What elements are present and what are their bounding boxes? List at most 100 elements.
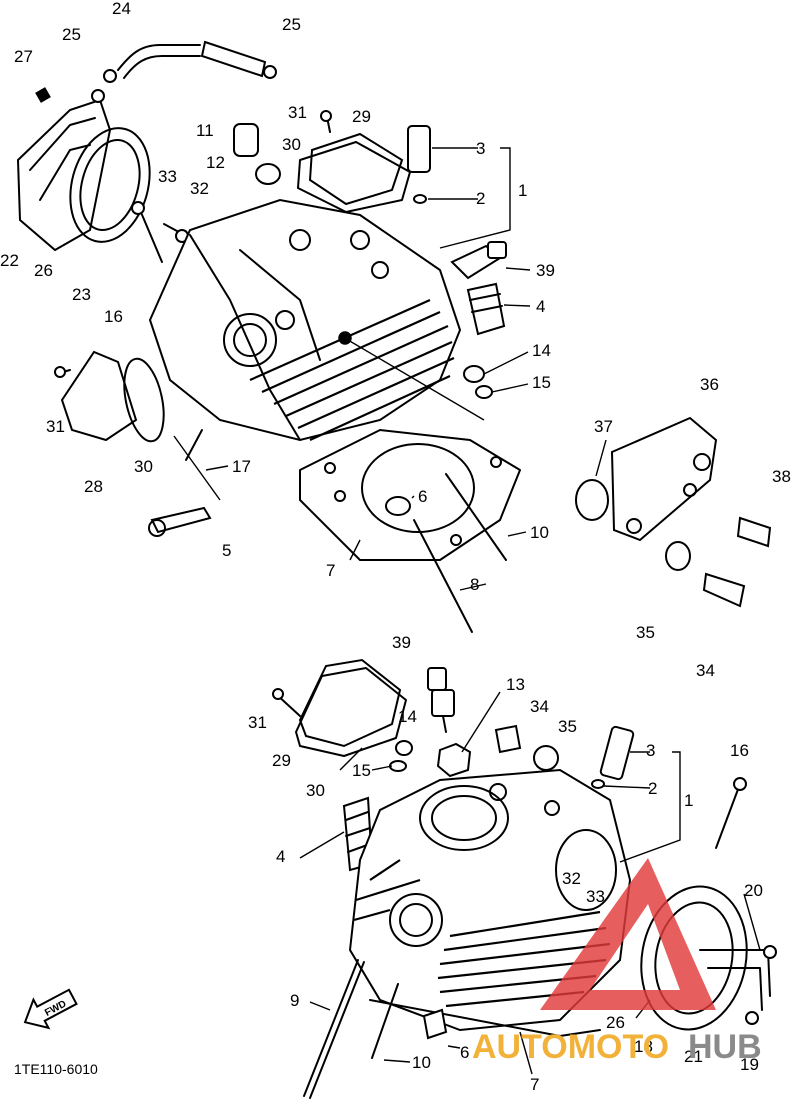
left-side-cover	[16, 87, 191, 263]
callout-30-top: 30	[282, 135, 301, 154]
callout-33-lower: 33	[586, 887, 605, 906]
callout-34-lower: 34	[530, 697, 549, 716]
washer-35	[665, 541, 691, 571]
callout-31-left: 31	[46, 417, 65, 436]
callout-19: 19	[740, 1055, 759, 1074]
callout-18: 18	[634, 1037, 653, 1056]
washer-15-lower	[389, 760, 407, 772]
leader-lines-lower	[299, 691, 761, 1075]
callout-33-top: 33	[158, 167, 177, 186]
watermark-text-automoto: AUTOMOTO	[472, 1028, 669, 1066]
callout-1-top: 1	[518, 181, 527, 200]
callout-8: 8	[470, 575, 479, 594]
callout-6-top: 6	[418, 487, 427, 506]
callout-17: 17	[232, 457, 251, 476]
fitting-11	[233, 123, 259, 157]
callout-26-top: 26	[34, 261, 53, 280]
callout-37: 37	[594, 417, 613, 436]
callout-24: 24	[112, 0, 131, 18]
dowel-6	[385, 496, 411, 516]
callout-11: 11	[196, 121, 214, 140]
callout-29-top: 29	[352, 107, 371, 126]
callout-14-lower: 14	[398, 707, 417, 726]
callout-5: 5	[222, 541, 231, 560]
callout-25-right: 25	[282, 15, 301, 34]
callout-32-top: 32	[190, 179, 209, 198]
callout-30-lower: 30	[306, 781, 325, 800]
callout-9: 9	[290, 991, 299, 1010]
callout-36: 36	[700, 375, 719, 394]
nut-14	[463, 365, 485, 383]
bracket-36	[610, 416, 718, 542]
stud-17	[185, 429, 203, 461]
callout-35-lower: 35	[558, 717, 577, 736]
stud-8	[413, 519, 473, 633]
valve-guide	[407, 125, 431, 173]
stud-16-lower	[715, 783, 741, 849]
callout-16-top: 16	[104, 307, 123, 326]
callout-2-top: 2	[476, 189, 485, 208]
callout-15-lower: 15	[352, 761, 371, 780]
washer-15	[475, 385, 493, 399]
watermark: AUTOMOTO HUB	[472, 858, 762, 1066]
callout-39-top: 39	[536, 261, 555, 280]
stud-10	[445, 473, 507, 561]
cylinder-head-upper	[148, 198, 462, 442]
callout-35-top: 35	[636, 623, 655, 642]
callout-16-lower: 16	[730, 741, 749, 760]
callout-1-lower: 1	[684, 791, 693, 810]
callout-3-top: 3	[476, 139, 485, 158]
nut-13	[436, 742, 472, 778]
breather-hose	[103, 40, 277, 83]
callout-32-lower: 32	[562, 869, 581, 888]
watermark-text-hub: HUB	[688, 1028, 762, 1066]
bolt-34	[702, 572, 746, 608]
callout-39-lower: 39	[392, 633, 411, 652]
callout-23: 23	[72, 285, 91, 304]
upper-assembly: 24 25 25 27 31 29 3 1 11 12 30 2 33 32 2…	[0, 0, 791, 680]
callout-29-lower: 29	[272, 751, 291, 770]
callout-4-lower: 4	[276, 847, 285, 866]
callout-28: 28	[84, 477, 103, 496]
forward-direction-badge: FWD	[23, 988, 78, 1030]
callout-7-lower: 7	[530, 1075, 539, 1094]
callout-26-lower: 26	[606, 1013, 625, 1032]
callout-14-top: 14	[532, 341, 551, 360]
callout-2-lower: 2	[648, 779, 657, 798]
callout-3-lower: 3	[646, 741, 655, 760]
callout-30-left: 30	[134, 457, 153, 476]
bolt-38	[736, 516, 772, 548]
callout-22: 22	[0, 251, 19, 270]
callout-13: 13	[506, 675, 525, 694]
callout-31-top: 31	[288, 103, 307, 122]
callout-12: 12	[206, 153, 225, 172]
valve-guide-lower	[599, 725, 635, 781]
callout-25-left: 25	[62, 25, 81, 44]
callout-4-top: 4	[536, 297, 545, 316]
tappet-cover-upper	[297, 110, 411, 213]
side-cover-28	[60, 350, 138, 442]
callout-38: 38	[772, 467, 791, 486]
spark-plug-lower	[427, 667, 455, 733]
washer-12	[255, 163, 281, 185]
washer-35-lower	[533, 745, 559, 771]
callout-10-top: 10	[530, 523, 549, 542]
dowel-6-lower	[422, 1008, 448, 1040]
callout-27: 27	[14, 47, 33, 66]
callout-31-lower: 31	[248, 713, 267, 732]
gasket-30-left	[123, 357, 165, 443]
bolt-34-lower	[494, 724, 522, 754]
diagram-code: 1TE110-6010	[14, 1061, 98, 1077]
nut-14-lower	[395, 740, 413, 756]
callout-15-top: 15	[532, 373, 551, 392]
stud-10-lower	[371, 983, 399, 1059]
callout-21: 21	[684, 1047, 703, 1066]
callout-7-top: 7	[326, 561, 335, 580]
callout-6-lower: 6	[460, 1043, 469, 1062]
clip-lower	[591, 779, 605, 789]
clip	[413, 194, 427, 204]
leader-lines-upper	[173, 147, 607, 591]
watermark-triangle-logo	[540, 858, 716, 1010]
stud-9	[303, 959, 359, 1097]
